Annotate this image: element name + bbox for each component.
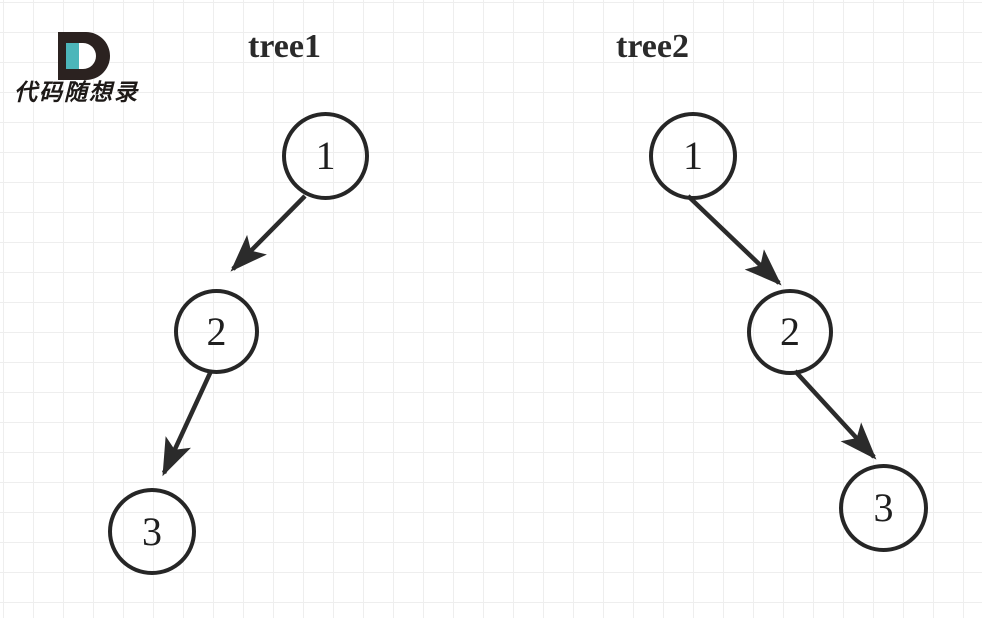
- tree1-node-2: 2: [174, 289, 259, 374]
- brand-watermark: 代码随想录: [14, 32, 174, 122]
- letter-d-logo-icon: [58, 32, 120, 80]
- node-value: 2: [780, 309, 800, 354]
- tree2-node-1: 1: [649, 112, 737, 200]
- brand-name-label: 代码随想录: [14, 80, 139, 106]
- tree1-node-1: 1: [282, 112, 369, 200]
- tree2-node-2: 2: [747, 289, 833, 375]
- tree1-node-3: 3: [108, 488, 196, 575]
- node-value: 3: [873, 485, 894, 530]
- tree2-title: tree2: [616, 28, 689, 65]
- tree2-edge-2-to-3: [793, 369, 877, 460]
- tree2-node-3: 3: [839, 464, 928, 552]
- tree1-edge-2-to-3: [161, 370, 214, 477]
- node-value: 3: [142, 508, 162, 554]
- logo-teal-bar-shape: [66, 43, 79, 69]
- node-value: 2: [206, 308, 227, 354]
- node-value: 1: [683, 133, 703, 178]
- tree1-title: tree1: [248, 28, 321, 65]
- tree1-edge-1-to-2: [230, 194, 307, 272]
- node-value: 1: [315, 133, 336, 178]
- logo-d-counter-shape: [76, 43, 96, 69]
- tree2-edge-1-to-2: [686, 194, 782, 286]
